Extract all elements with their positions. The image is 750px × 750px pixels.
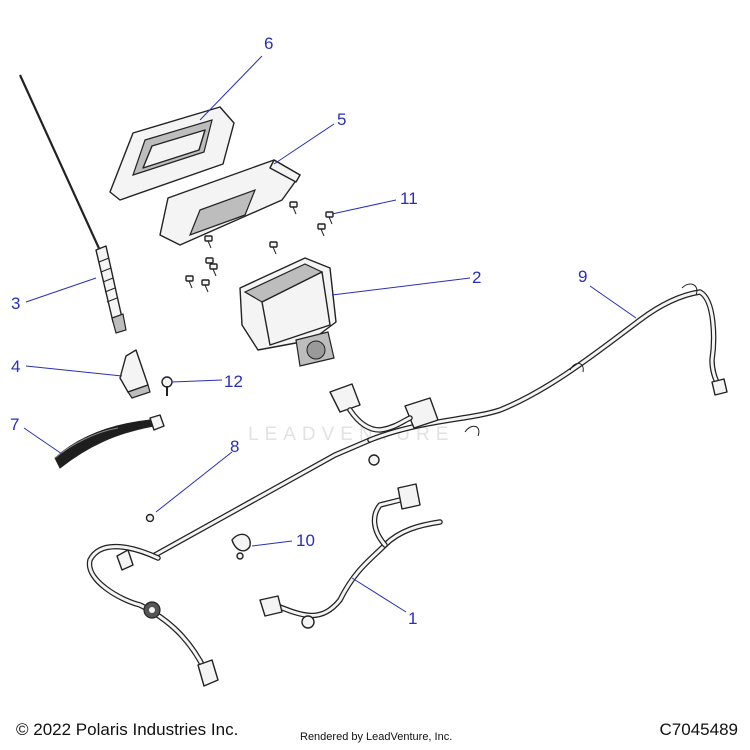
leader-lines [23,55,637,613]
callout-4: 4 [11,357,20,376]
callout-5: 5 [337,110,346,129]
rendered-by-text: Rendered by LeadVenture, Inc. [300,731,453,743]
strap-part [54,414,165,469]
callout-6: 6 [264,34,273,53]
mounting-bracket-part [159,159,301,246]
antenna-part [18,74,127,334]
clip-part [231,533,251,560]
grommet-part [145,513,155,523]
copyright-text: © 2022 Polaris Industries Inc. [16,720,239,739]
diagram-code: C7045489 [659,720,738,739]
callout-1: 1 [408,609,417,628]
callout-8: 8 [230,437,239,456]
callout-9: 9 [578,267,587,286]
callout-7: 7 [10,415,19,434]
display-unit-part [239,257,337,367]
antenna-mount-part [119,349,151,399]
callout-10: 10 [296,531,315,550]
bezel-frame-part [109,106,235,201]
screw-set-part [185,201,334,293]
callout-2: 2 [472,268,481,287]
callout-12: 12 [224,372,243,391]
callout-11: 11 [400,189,418,208]
wire-harness-part [86,283,728,687]
bolt-part [161,376,173,396]
callout-3: 3 [11,294,20,313]
